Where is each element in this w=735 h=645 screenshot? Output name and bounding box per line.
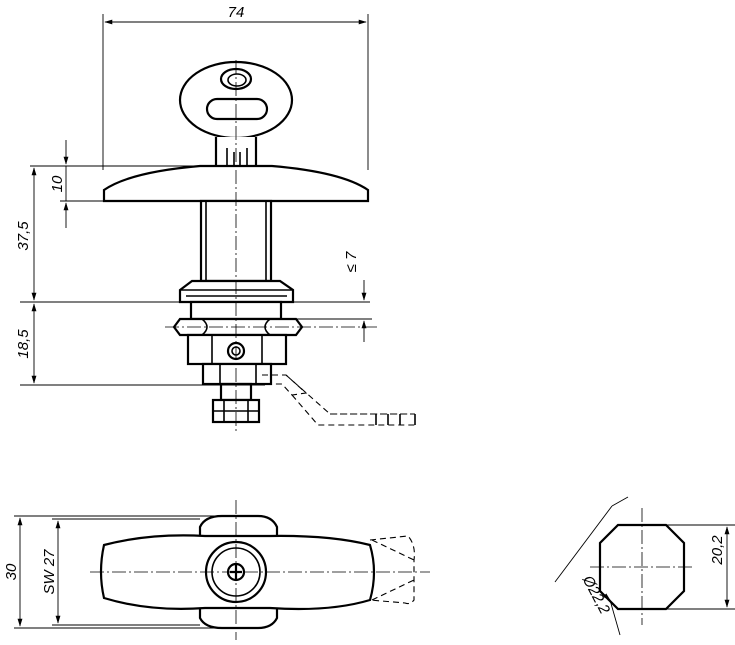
dim-max-thickness: ≤ 7: [296, 251, 372, 342]
dim-head-height: 10: [49, 140, 69, 228]
dim-label-18-5: 18,5: [15, 329, 32, 359]
collar: [178, 279, 295, 304]
side-view: 74: [15, 4, 416, 432]
dim-lower-length: 18,5: [15, 303, 265, 386]
dim-label-max-7: ≤ 7: [343, 251, 360, 272]
dim-label-sw-27: SW 27: [41, 549, 58, 595]
dim-label-74: 74: [228, 4, 245, 21]
handle-rotated-dashed: [369, 535, 415, 605]
t-handle: [60, 164, 370, 203]
lower-housing: [186, 333, 288, 366]
dim-label-30: 30: [3, 563, 20, 580]
dim-flat-width: 20,2: [666, 524, 735, 610]
front-view: 30 SW 27: [3, 500, 430, 640]
dim-label-20-2: 20,2: [709, 535, 726, 566]
dim-body-length: 37,5: [15, 165, 370, 303]
dim-overall-width: 74: [102, 4, 369, 170]
dim-total-width: 30: [3, 515, 230, 629]
cam-dashed: [262, 374, 416, 426]
dim-label-37-5: 37,5: [15, 221, 32, 251]
section-view: 20,2 Ø22,2: [554, 496, 735, 636]
spindle: [201, 362, 273, 424]
dim-wrench-size: SW 27: [41, 518, 200, 626]
dim-label-10: 10: [49, 175, 66, 192]
